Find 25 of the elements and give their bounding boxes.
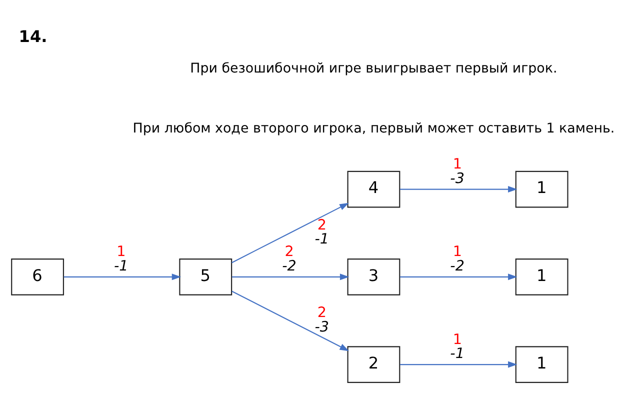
- node-box: 1: [515, 170, 568, 208]
- arrow: [232, 274, 350, 280]
- arrow: [400, 186, 518, 193]
- arrow: [64, 274, 182, 280]
- arrow: [231, 202, 349, 264]
- edge-label: 1 -2: [450, 244, 464, 274]
- arrow: [400, 361, 518, 368]
- node-box: 6: [11, 258, 64, 296]
- node-box: 5: [179, 258, 232, 296]
- node-box: 1: [515, 258, 568, 296]
- arrow: [232, 290, 350, 352]
- diagram-title: 14.: [18, 27, 48, 46]
- edge-label: 2 -2: [282, 244, 296, 274]
- label: При любом ходе второго игрока, первый может оставить 1 камень.: [132, 122, 615, 137]
- node-box: 3: [347, 258, 400, 296]
- label: При безошибочной игре выигрывает первый игрок.: [190, 62, 558, 77]
- edge-label: 1 -1: [450, 332, 464, 362]
- edge-label: 1 -3: [450, 156, 464, 187]
- node-box: 1: [515, 346, 568, 383]
- edge-label: 2 -3: [314, 304, 329, 336]
- node-box: 2: [347, 346, 400, 383]
- edge-label: 1 -1: [114, 244, 128, 274]
- arrow: [400, 274, 518, 280]
- edge-label: 2 -1: [314, 217, 329, 248]
- node-box: 4: [347, 170, 400, 208]
